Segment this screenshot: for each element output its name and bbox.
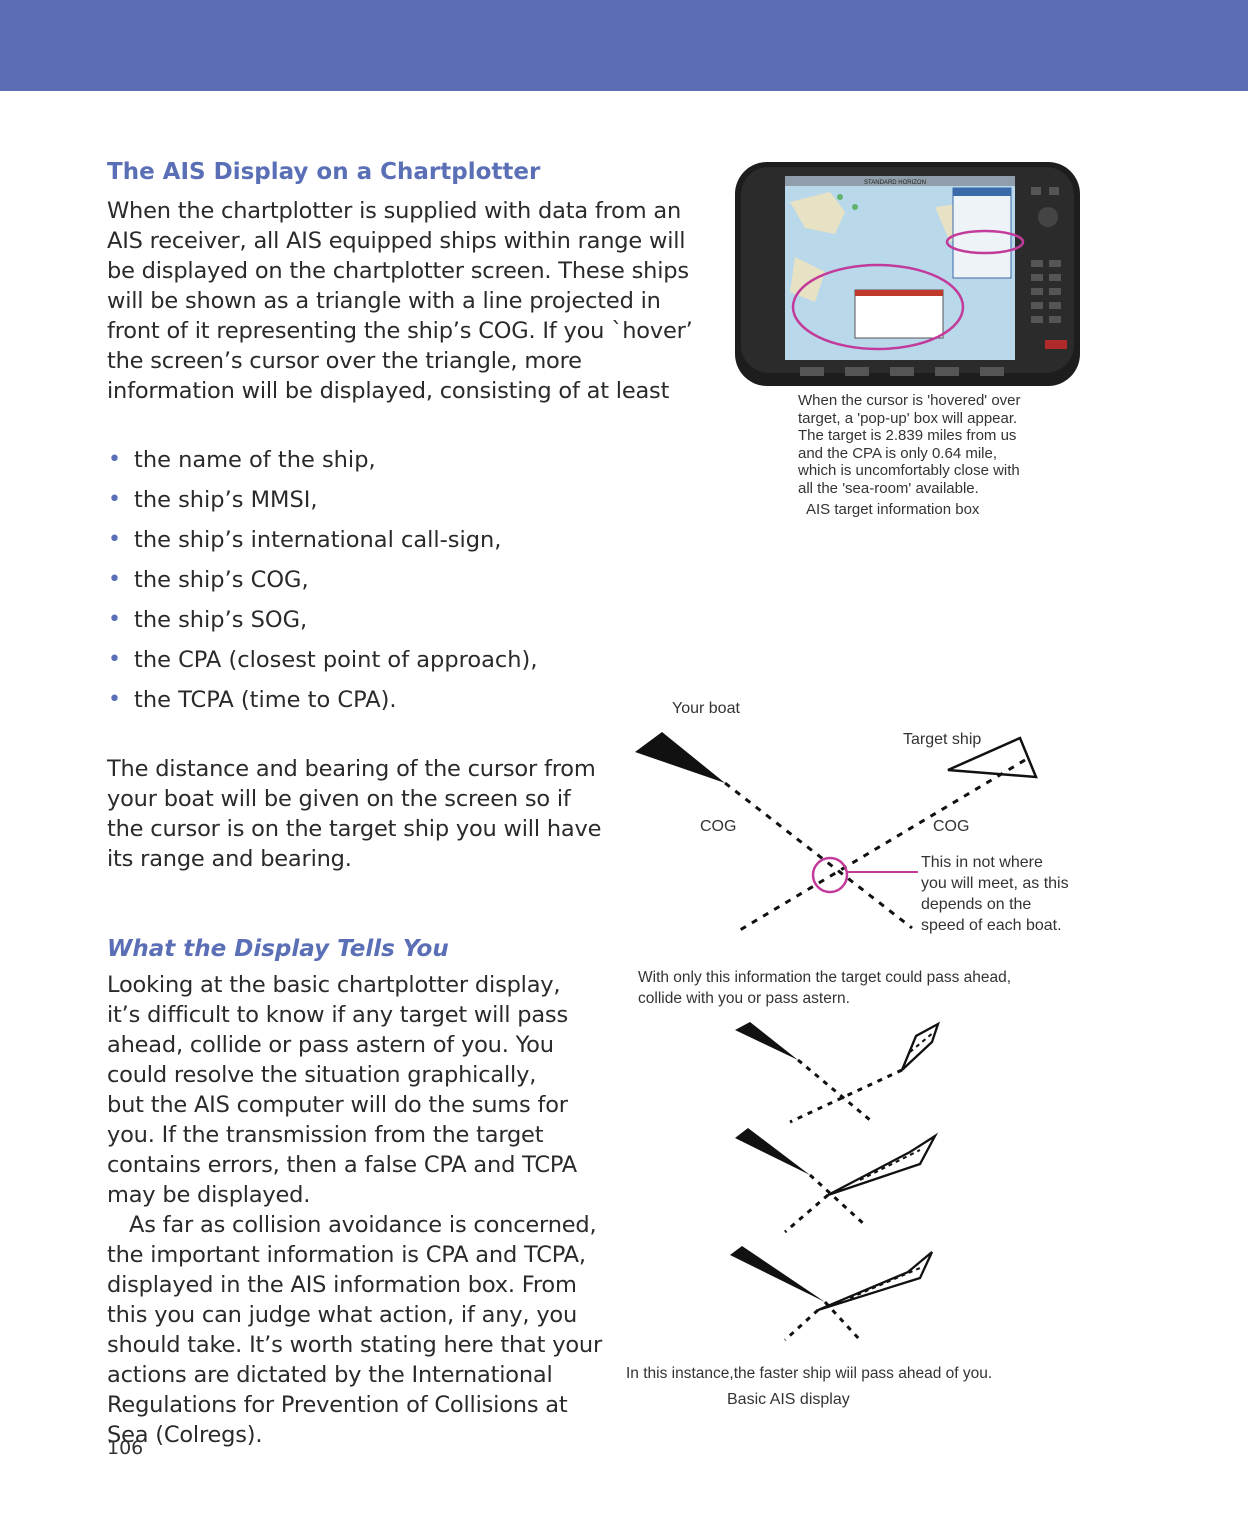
caption-line: When the cursor is 'hovered' over	[798, 392, 1021, 409]
section-heading: The AIS Display on a Chartplotter	[107, 159, 541, 185]
subsection-heading: What the Display Tells You	[107, 936, 449, 962]
bullet-item: the ship’s SOG,	[107, 600, 697, 640]
bullet-item: the TCPA (time to CPA).	[107, 680, 697, 720]
note-line: you will meet, as this	[921, 875, 1069, 892]
device-caption: When the cursor is 'hovered' over target…	[798, 392, 1021, 497]
figure2-conclusion: In this instance,the faster ship wiil pa…	[626, 1365, 993, 1382]
chartplotter-image: STANDARD HORIZON	[735, 162, 1080, 386]
note-line: speed of each boat.	[921, 917, 1062, 934]
caption-line: all the 'sea-room' available.	[798, 479, 979, 497]
cog-label-right: COG	[933, 818, 969, 835]
collision-paragraph: As far as collision avoidance is concern…	[107, 1212, 603, 1448]
cog-diagram: Your boat Target ship COG COG This in no…	[635, 700, 1073, 934]
scenario-diagrams	[730, 1021, 941, 1342]
caption-line: which is uncomfortably close with	[798, 462, 1020, 479]
scenario-pass-ahead	[735, 1021, 941, 1124]
intro-paragraph: When the chartplotter is supplied with d…	[107, 198, 693, 404]
main-text-column: The AIS Display on a Chartplotter When t…	[107, 155, 697, 1450]
figure1-title: AIS target information box	[806, 501, 980, 518]
page-number: 106	[107, 1437, 144, 1459]
caption-line: The target is 2.839 miles from us	[798, 427, 1017, 444]
target-ship-label: Target ship	[903, 731, 981, 748]
distance-paragraph: The distance and bearing of the cursor f…	[107, 756, 602, 872]
your-boat-icon	[635, 732, 725, 783]
cog-label-left: COG	[700, 818, 736, 835]
note-line: This in not where	[921, 854, 1043, 871]
svg-text:This in not where you will: This in not where you will meet, as this…	[921, 854, 1073, 934]
scenario-pass-astern	[730, 1246, 934, 1342]
caption-line: and the CPA is only 0.64 mile,	[798, 444, 997, 462]
figure2-intro: With only this information the target co…	[638, 967, 1011, 1009]
intro-line: collide with you or pass astern.	[638, 990, 850, 1007]
bullet-item: the ship’s COG,	[107, 560, 697, 600]
crossing-circle	[811, 856, 849, 894]
bullet-item: the name of the ship,	[107, 440, 697, 480]
device-brand: STANDARD HORIZON	[864, 180, 926, 186]
header-band	[0, 0, 1248, 91]
figure2-title: Basic AIS display	[727, 1391, 850, 1408]
caption-line: target, a 'pop-up' box will appear.	[798, 409, 1018, 427]
note-line: depends on the	[921, 896, 1031, 913]
bullet-item: the CPA (closest point of approach),	[107, 640, 697, 680]
your-boat-label: Your boat	[672, 700, 740, 717]
intro-line: With only this information the target co…	[638, 969, 1012, 986]
info-bullet-list: the name of the ship, the ship’s MMSI, t…	[107, 440, 697, 720]
bullet-item: the ship’s international call-sign,	[107, 520, 697, 560]
bullet-item: the ship’s MMSI,	[107, 480, 697, 520]
display-paragraph: Looking at the basic chartplotter displa…	[107, 972, 577, 1208]
scenario-collide	[735, 1128, 939, 1234]
